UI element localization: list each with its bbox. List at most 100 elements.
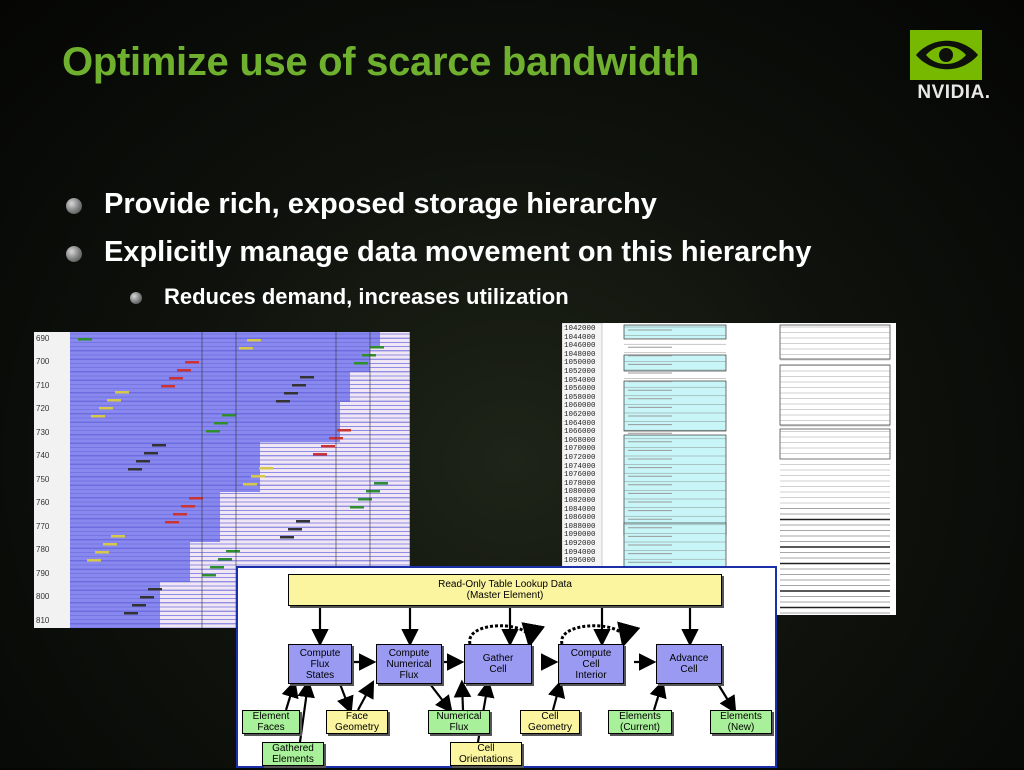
allocation-marker [181, 505, 195, 508]
address-label: 1096000 [564, 557, 596, 566]
address-label: 1064000 [564, 419, 596, 428]
address-label: 1088000 [564, 522, 596, 531]
allocation-marker [362, 354, 376, 357]
allocated-region [70, 542, 190, 582]
nvidia-eye-icon [910, 30, 982, 80]
allocation-marker [288, 528, 302, 531]
y-tick-label: 770 [36, 521, 50, 531]
stream-kernel-diagram: Read-Only Table Lookup Data(Master Eleme… [236, 566, 777, 768]
memory-block [623, 380, 727, 432]
allocation-marker [218, 558, 232, 561]
allocation-marker [132, 604, 146, 607]
allocation-marker [300, 376, 314, 379]
allocation-marker [370, 346, 384, 349]
allocation-marker [276, 400, 290, 403]
allocation-marker [350, 506, 364, 509]
allocation-marker [124, 612, 138, 615]
allocation-marker [87, 559, 101, 562]
address-label: 1066000 [564, 428, 596, 437]
address-label: 1050000 [564, 359, 596, 368]
allocation-marker [115, 391, 129, 394]
lookup-table-box: Read-Only Table Lookup Data(Master Eleme… [288, 574, 722, 606]
lookup-label: Read-Only Table Lookup Data [438, 579, 572, 590]
slide-title: Optimize use of scarce bandwidth [62, 40, 700, 84]
lookup-sublabel: (Master Element) [466, 590, 544, 601]
bullet-dot-icon [66, 246, 82, 262]
allocation-marker [177, 369, 191, 372]
y-tick-label: 700 [36, 357, 50, 367]
y-tick-label: 740 [36, 451, 50, 461]
allocation-marker [173, 513, 187, 516]
allocation-marker [222, 414, 236, 417]
allocated-region [70, 442, 260, 492]
address-label: 1090000 [564, 531, 596, 540]
address-label: 1086000 [564, 514, 596, 523]
allocation-marker [91, 415, 105, 418]
y-tick-label: 800 [36, 592, 50, 602]
allocation-marker [280, 536, 294, 539]
allocation-marker [251, 475, 265, 478]
address-label: 1054000 [564, 376, 596, 385]
allocation-marker [226, 550, 240, 553]
address-label: 1056000 [564, 385, 596, 394]
allocation-marker [152, 444, 166, 447]
address-label: 1060000 [564, 402, 596, 411]
stream-elements-new: Elements(New) [710, 710, 772, 734]
allocation-marker [202, 574, 216, 577]
address-label: 1062000 [564, 411, 596, 419]
nvidia-wordmark: NVIDIA. [917, 82, 991, 103]
allocation-marker [292, 384, 306, 387]
bullet-2: Explicitly manage data movement on this … [104, 236, 812, 268]
y-tick-label: 710 [36, 380, 50, 390]
y-tick-label: 810 [36, 615, 50, 625]
allocation-marker [189, 497, 203, 500]
allocation-box [779, 364, 891, 426]
address-label: 1082000 [564, 497, 596, 505]
address-label: 1052000 [564, 368, 596, 376]
diagram-arrows [281, 608, 737, 743]
allocation-marker [185, 361, 199, 364]
allocation-marker [144, 452, 158, 455]
allocation-marker [169, 377, 183, 380]
allocation-marker [103, 543, 117, 546]
address-label: 1080000 [564, 488, 596, 497]
address-label: 1048000 [564, 350, 596, 359]
address-label: 1072000 [564, 454, 596, 462]
allocation-box [779, 428, 891, 460]
allocation-marker [243, 483, 257, 486]
allocation-marker [374, 482, 388, 485]
bullet-dot-icon [66, 198, 82, 214]
allocation-marker [206, 430, 220, 433]
address-label: 1092000 [564, 540, 596, 548]
allocation-marker [161, 385, 175, 388]
allocation-marker [214, 422, 228, 425]
allocation-marker [128, 468, 142, 471]
allocation-marker [337, 429, 351, 432]
sub-bullet-dot-icon [130, 292, 142, 304]
allocated-region [70, 582, 160, 628]
bullet-1: Provide rich, exposed storage hierarchy [104, 188, 657, 220]
sub-bullet-1: Reduces demand, increases utilization [164, 284, 569, 309]
allocation-marker [239, 347, 253, 350]
allocation-marker [136, 460, 150, 463]
allocation-marker [247, 339, 261, 342]
address-label: 1094000 [564, 548, 596, 557]
address-label: 1076000 [564, 471, 596, 480]
y-tick-label: 720 [36, 404, 50, 414]
allocation-marker [140, 596, 154, 599]
allocation-marker [99, 407, 113, 410]
address-label: 1074000 [564, 462, 596, 471]
allocation-marker [259, 467, 273, 470]
allocation-marker [358, 498, 372, 501]
